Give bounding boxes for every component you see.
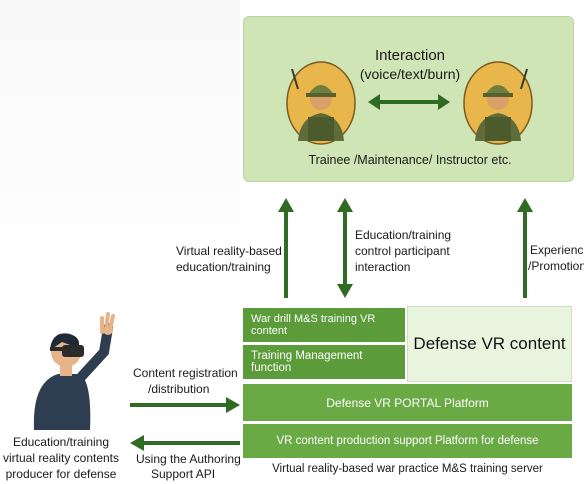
label-vr-education-1: Virtual reality-based (176, 244, 282, 258)
interaction-subtitle: (voice/text/burn) (359, 66, 461, 82)
bar-training-management: Training Management function (243, 345, 405, 379)
defense-vr-content-box: Defense VR content (407, 306, 572, 382)
roles-label: Trainee /Maintenance/ Instructor etc. (308, 153, 512, 167)
arrow-bidirectional-control (337, 198, 353, 298)
label-registration-2: /distribution (148, 382, 210, 396)
label-registration-1: Content registration (133, 366, 238, 380)
producer-caption-1: Education/training (12, 435, 110, 449)
arrow-left-authoring (130, 435, 240, 451)
bar-portal-platform: Defense VR PORTAL Platform (243, 384, 572, 421)
interaction-title: Interaction (374, 47, 446, 64)
background-wash (0, 0, 240, 300)
interaction-double-arrow (368, 94, 450, 110)
label-vr-education-2: education/training (176, 260, 271, 274)
bar-production-platform: VR content production support Platform f… (243, 424, 572, 458)
label-experience-1: Experience (530, 243, 584, 257)
arrow-up-vr-education (278, 198, 294, 298)
label-control-3: interaction (355, 260, 411, 274)
label-control-1: Education/training (355, 228, 452, 242)
server-caption: Virtual reality-based war practice M&S t… (272, 463, 543, 475)
interaction-panel (243, 16, 574, 182)
soldier-left-icon (286, 61, 356, 145)
soldier-right-icon (463, 61, 533, 145)
arrow-up-experience (517, 198, 533, 298)
label-experience-2: /Promotion (528, 259, 584, 273)
bar-war-drill-content: War drill M&S training VR content (243, 308, 405, 342)
vr-headset-person-icon (33, 312, 115, 430)
arrow-right-registration (130, 397, 240, 413)
producer-caption-3: producer for defense (5, 467, 117, 481)
label-authoring-1: Using the Authoring (136, 452, 241, 466)
label-authoring-2: Support API (151, 467, 216, 481)
producer-caption-2: virtual reality contents (2, 451, 120, 465)
label-control-2: control participant (355, 244, 450, 258)
